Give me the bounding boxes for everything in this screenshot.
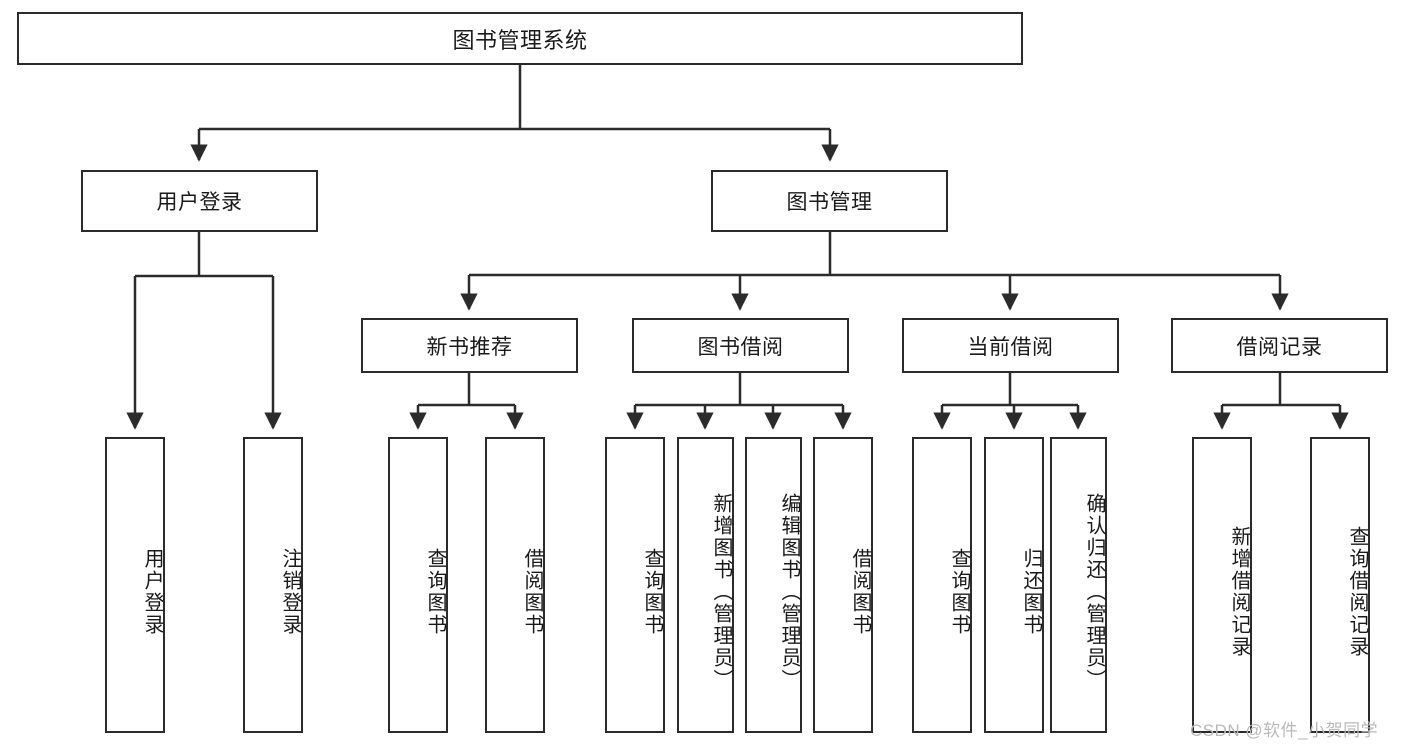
watermark: CSDN @软件_小贺同学	[1190, 721, 1379, 740]
leaf-label: 编辑图书（管理员）	[778, 493, 800, 691]
leaf-user-logout[interactable]: 注销登录	[243, 437, 303, 733]
node-current-borrow[interactable]: 当前借阅	[902, 318, 1119, 373]
leaf-label: 用户登录	[141, 548, 163, 636]
leaf-label: 新增借阅记录	[1228, 526, 1250, 658]
leaf-borrow-book-recommend[interactable]: 借阅图书	[485, 437, 545, 733]
leaf-label: 查询借阅记录	[1346, 526, 1368, 658]
node-new-book-recommend[interactable]: 新书推荐	[361, 318, 578, 373]
node-root-system[interactable]: 图书管理系统	[17, 12, 1023, 65]
leaf-label: 新增图书（管理员）	[710, 493, 732, 691]
leaf-edit-book-admin[interactable]: 编辑图书（管理员）	[745, 437, 802, 733]
leaf-label: 查询图书	[424, 548, 446, 636]
leaf-label: 查询图书	[948, 548, 970, 636]
leaf-label: 查询图书	[641, 548, 663, 636]
leaf-label: 归还图书	[1020, 548, 1042, 636]
node-borrow-record[interactable]: 借阅记录	[1171, 318, 1388, 373]
leaf-confirm-return-admin[interactable]: 确认归还（管理员）	[1050, 437, 1107, 733]
leaf-query-book-recommend[interactable]: 查询图书	[388, 437, 448, 733]
leaf-return-book[interactable]: 归还图书	[984, 437, 1044, 733]
leaf-label: 借阅图书	[849, 548, 871, 636]
leaf-add-book-admin[interactable]: 新增图书（管理员）	[677, 437, 734, 733]
leaf-query-borrow-record[interactable]: 查询借阅记录	[1310, 437, 1370, 733]
node-book-borrow[interactable]: 图书借阅	[632, 318, 849, 373]
leaf-add-borrow-record[interactable]: 新增借阅记录	[1192, 437, 1252, 733]
leaf-label: 注销登录	[279, 548, 301, 636]
leaf-borrow-book[interactable]: 借阅图书	[813, 437, 873, 733]
leaf-label: 确认归还（管理员）	[1083, 493, 1105, 691]
node-user-login[interactable]: 用户登录	[81, 170, 318, 232]
node-book-management[interactable]: 图书管理	[711, 170, 948, 232]
leaf-query-book-current[interactable]: 查询图书	[912, 437, 972, 733]
leaf-user-login[interactable]: 用户登录	[105, 437, 165, 733]
leaf-label: 借阅图书	[521, 548, 543, 636]
leaf-query-book-borrow[interactable]: 查询图书	[605, 437, 665, 733]
